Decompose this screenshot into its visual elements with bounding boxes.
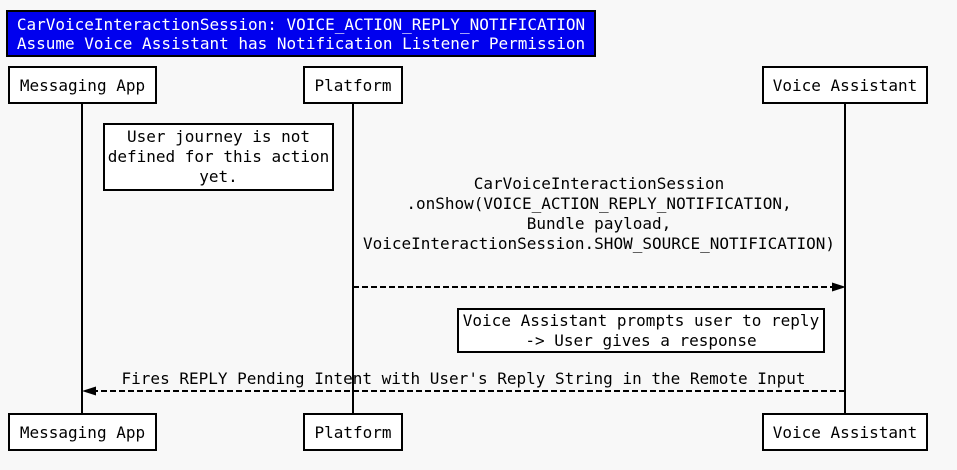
diagram-title: CarVoiceInteractionSession: VOICE_ACTION… [6, 10, 596, 57]
actor-box-platform-top: Platform [303, 66, 403, 104]
actor-box-platform-bottom: Platform [303, 413, 403, 451]
lifeline-voice-assistant [844, 104, 846, 413]
message-onshow-text: CarVoiceInteractionSession .onShow(VOICE… [362, 174, 835, 253]
note-voice-assistant-prompt: Voice Assistant prompts user to reply ->… [457, 308, 825, 353]
actor-box-voice-assistant-bottom: Voice Assistant [762, 413, 928, 451]
message-fires-reply-text: Fires REPLY Pending Intent with User's R… [121, 369, 806, 388]
note-user-journey: User journey is not defined for this act… [103, 123, 334, 191]
actor-box-messaging-app-bottom: Messaging App [8, 413, 157, 451]
actor-box-voice-assistant-top: Voice Assistant [762, 66, 928, 104]
lifeline-platform [352, 104, 354, 413]
actor-box-messaging-app-top: Messaging App [8, 66, 157, 104]
lifeline-messaging-app [81, 104, 83, 413]
arrow-onshow-platform-to-voice-assistant [353, 282, 846, 292]
